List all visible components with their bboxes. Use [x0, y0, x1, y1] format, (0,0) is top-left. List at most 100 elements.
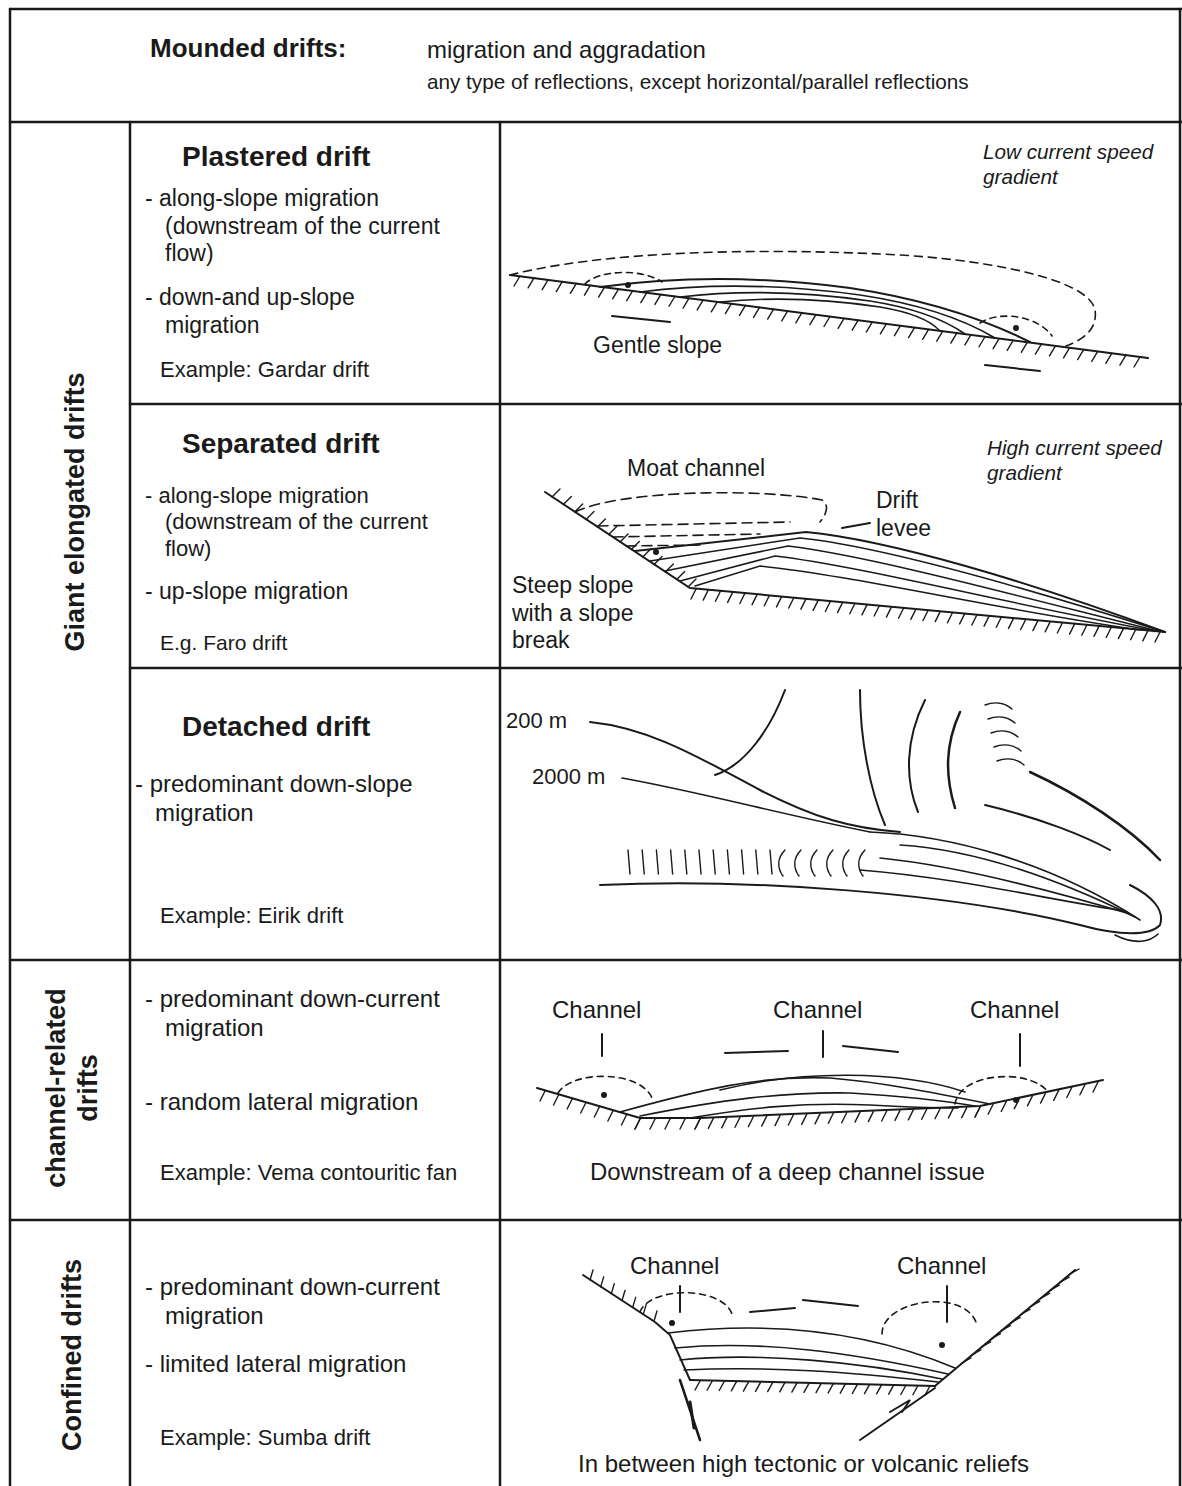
- hatch-stroke: [621, 1115, 626, 1125]
- hatch-stroke: [937, 331, 943, 341]
- hatch-stroke: [542, 280, 548, 290]
- channel-label: Channel: [773, 996, 883, 1025]
- hatch-stroke: [641, 293, 647, 303]
- hatch-stroke: [979, 337, 985, 347]
- hatch-stroke: [740, 594, 745, 604]
- section-heading: Mounded drifts:: [150, 33, 430, 64]
- hatch-stroke: [1155, 632, 1160, 642]
- hatch-stroke: [1070, 1269, 1079, 1274]
- hatch-stroke: [754, 307, 760, 317]
- hatch-stroke: [770, 850, 772, 874]
- hatch-stroke: [840, 1384, 845, 1393]
- hatch-stroke: [711, 302, 717, 312]
- hatch-stroke: [984, 616, 989, 626]
- hatch-stroke: [975, 1107, 980, 1117]
- hatch-stroke: [1134, 357, 1140, 367]
- hatch-stroke: [627, 291, 633, 301]
- hatch-stroke: [599, 287, 605, 297]
- hatch-stroke: [584, 285, 590, 295]
- hatch-stroke: [997, 759, 1024, 765]
- hatch-stroke: [633, 1297, 636, 1307]
- hatch-stroke: [877, 1385, 882, 1394]
- migration-note: - along-slope migration (downstream of t…: [145, 483, 475, 562]
- gradient-note: High current speed gradient: [987, 436, 1179, 486]
- hatch-stroke: [1041, 1093, 1046, 1103]
- hatch-stroke: [925, 1386, 930, 1395]
- hatch-stroke: [742, 850, 744, 874]
- hatch-stroke: [1033, 621, 1038, 631]
- hatch-stroke: [713, 850, 715, 874]
- hatch-stroke: [1070, 624, 1075, 634]
- hatch-stroke: [828, 1113, 833, 1123]
- hatch-stroke: [815, 1114, 820, 1124]
- hatch-stroke: [1014, 1099, 1019, 1109]
- hatch-stroke: [739, 305, 745, 315]
- hatch-stroke: [850, 604, 855, 614]
- plastered-drift-figure: [510, 251, 1148, 371]
- hatch-stroke: [802, 1114, 807, 1124]
- hatch-stroke: [922, 1109, 927, 1119]
- group-label: channel-related drifts: [40, 973, 105, 1203]
- hatch-stroke: [654, 1311, 657, 1321]
- hatch-stroke: [982, 1342, 991, 1347]
- hatch-stroke: [842, 1113, 847, 1123]
- hatch-stroke: [1082, 625, 1087, 635]
- hatch-stroke: [628, 850, 630, 874]
- hatch-stroke: [1035, 344, 1041, 354]
- hatch-stroke: [697, 300, 703, 310]
- hatch-stroke: [570, 283, 576, 293]
- hatch-stroke: [1021, 620, 1026, 630]
- hatch-stroke: [1064, 348, 1070, 358]
- hatch-stroke: [756, 850, 758, 874]
- hatch-stroke: [960, 614, 965, 624]
- hatch-stroke: [792, 1383, 797, 1392]
- hatch-stroke: [654, 557, 662, 565]
- gradient-note: Low current speed gradient: [983, 140, 1178, 190]
- hatch-stroke: [581, 1103, 586, 1113]
- hatch-stroke: [722, 1118, 727, 1128]
- hatch-stroke: [695, 1381, 700, 1390]
- hatch-stroke: [719, 1382, 724, 1391]
- hatch-stroke: [691, 589, 696, 599]
- hatch-stroke: [1120, 355, 1126, 365]
- hatch-stroke: [768, 1383, 773, 1392]
- detached-drift-figure: [590, 690, 1161, 941]
- hatch-stroke: [899, 608, 904, 618]
- hatch-stroke: [889, 1385, 894, 1394]
- hatch-stroke: [827, 850, 833, 876]
- group-label: Confined drifts: [56, 1225, 88, 1485]
- hatch-stroke: [780, 1383, 785, 1392]
- migration-note: - predominant down-current migration: [145, 1273, 490, 1331]
- hatch-stroke: [886, 607, 891, 617]
- hatch-stroke: [923, 329, 929, 339]
- hatch-stroke: [743, 1382, 748, 1391]
- hatch-stroke: [514, 276, 520, 286]
- hatch-stroke: [988, 717, 1015, 723]
- migration-note: - predominant down-slope migration: [135, 770, 485, 828]
- hatch-stroke: [594, 1107, 599, 1117]
- hatch-stroke: [609, 527, 617, 535]
- hatch-stroke: [727, 850, 729, 874]
- migration-note: - down-and up-slope migration: [145, 284, 425, 339]
- hatch-stroke: [838, 318, 844, 328]
- hatch-stroke: [635, 1119, 640, 1129]
- hatch-stroke: [671, 850, 673, 874]
- hatch-stroke: [715, 591, 720, 601]
- description-text: migration and aggradation: [427, 36, 1167, 65]
- hatch-stroke: [811, 850, 817, 876]
- hatch-stroke: [901, 1385, 906, 1394]
- drift-type-heading: Separated drift: [182, 427, 482, 461]
- hatch-stroke: [1008, 618, 1013, 628]
- hatch-stroke: [991, 1334, 1000, 1339]
- hatch-stroke: [962, 1108, 967, 1118]
- hatch-stroke: [855, 1112, 860, 1122]
- hatch-stroke: [795, 850, 801, 876]
- hatch-stroke: [642, 850, 644, 874]
- group-label: Giant elongated drifts: [59, 342, 91, 682]
- hatch-stroke: [677, 572, 685, 580]
- hatch-stroke: [1093, 1082, 1098, 1092]
- description-text: any type of reflections, except horizont…: [427, 70, 1177, 95]
- hatch-stroke: [993, 339, 999, 349]
- channel-label: Channel: [897, 1252, 1007, 1281]
- hatch-stroke: [775, 1116, 780, 1126]
